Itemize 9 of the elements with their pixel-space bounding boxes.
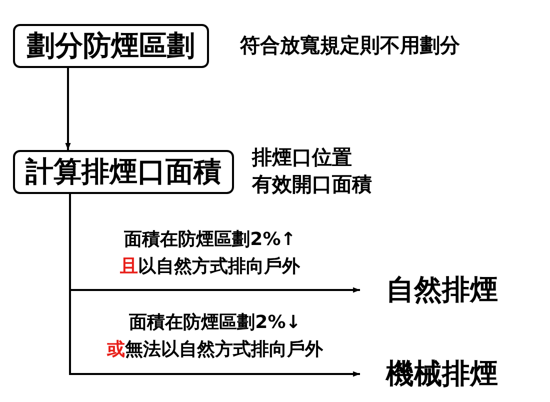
arrow xyxy=(65,68,71,150)
note-text: 有效開口面積 xyxy=(252,171,372,198)
result-text: 機械排煙 xyxy=(360,356,501,392)
note-text: 符合放寬規定則不用劃分 xyxy=(240,32,460,59)
result-text: 自然排煙 xyxy=(360,272,501,308)
process-box: 計算排煙口面積 xyxy=(13,150,234,194)
arrow xyxy=(69,194,360,377)
process-box: 劃分防煙區劃 xyxy=(13,24,209,68)
note-text: 排煙口位置 xyxy=(252,144,352,171)
